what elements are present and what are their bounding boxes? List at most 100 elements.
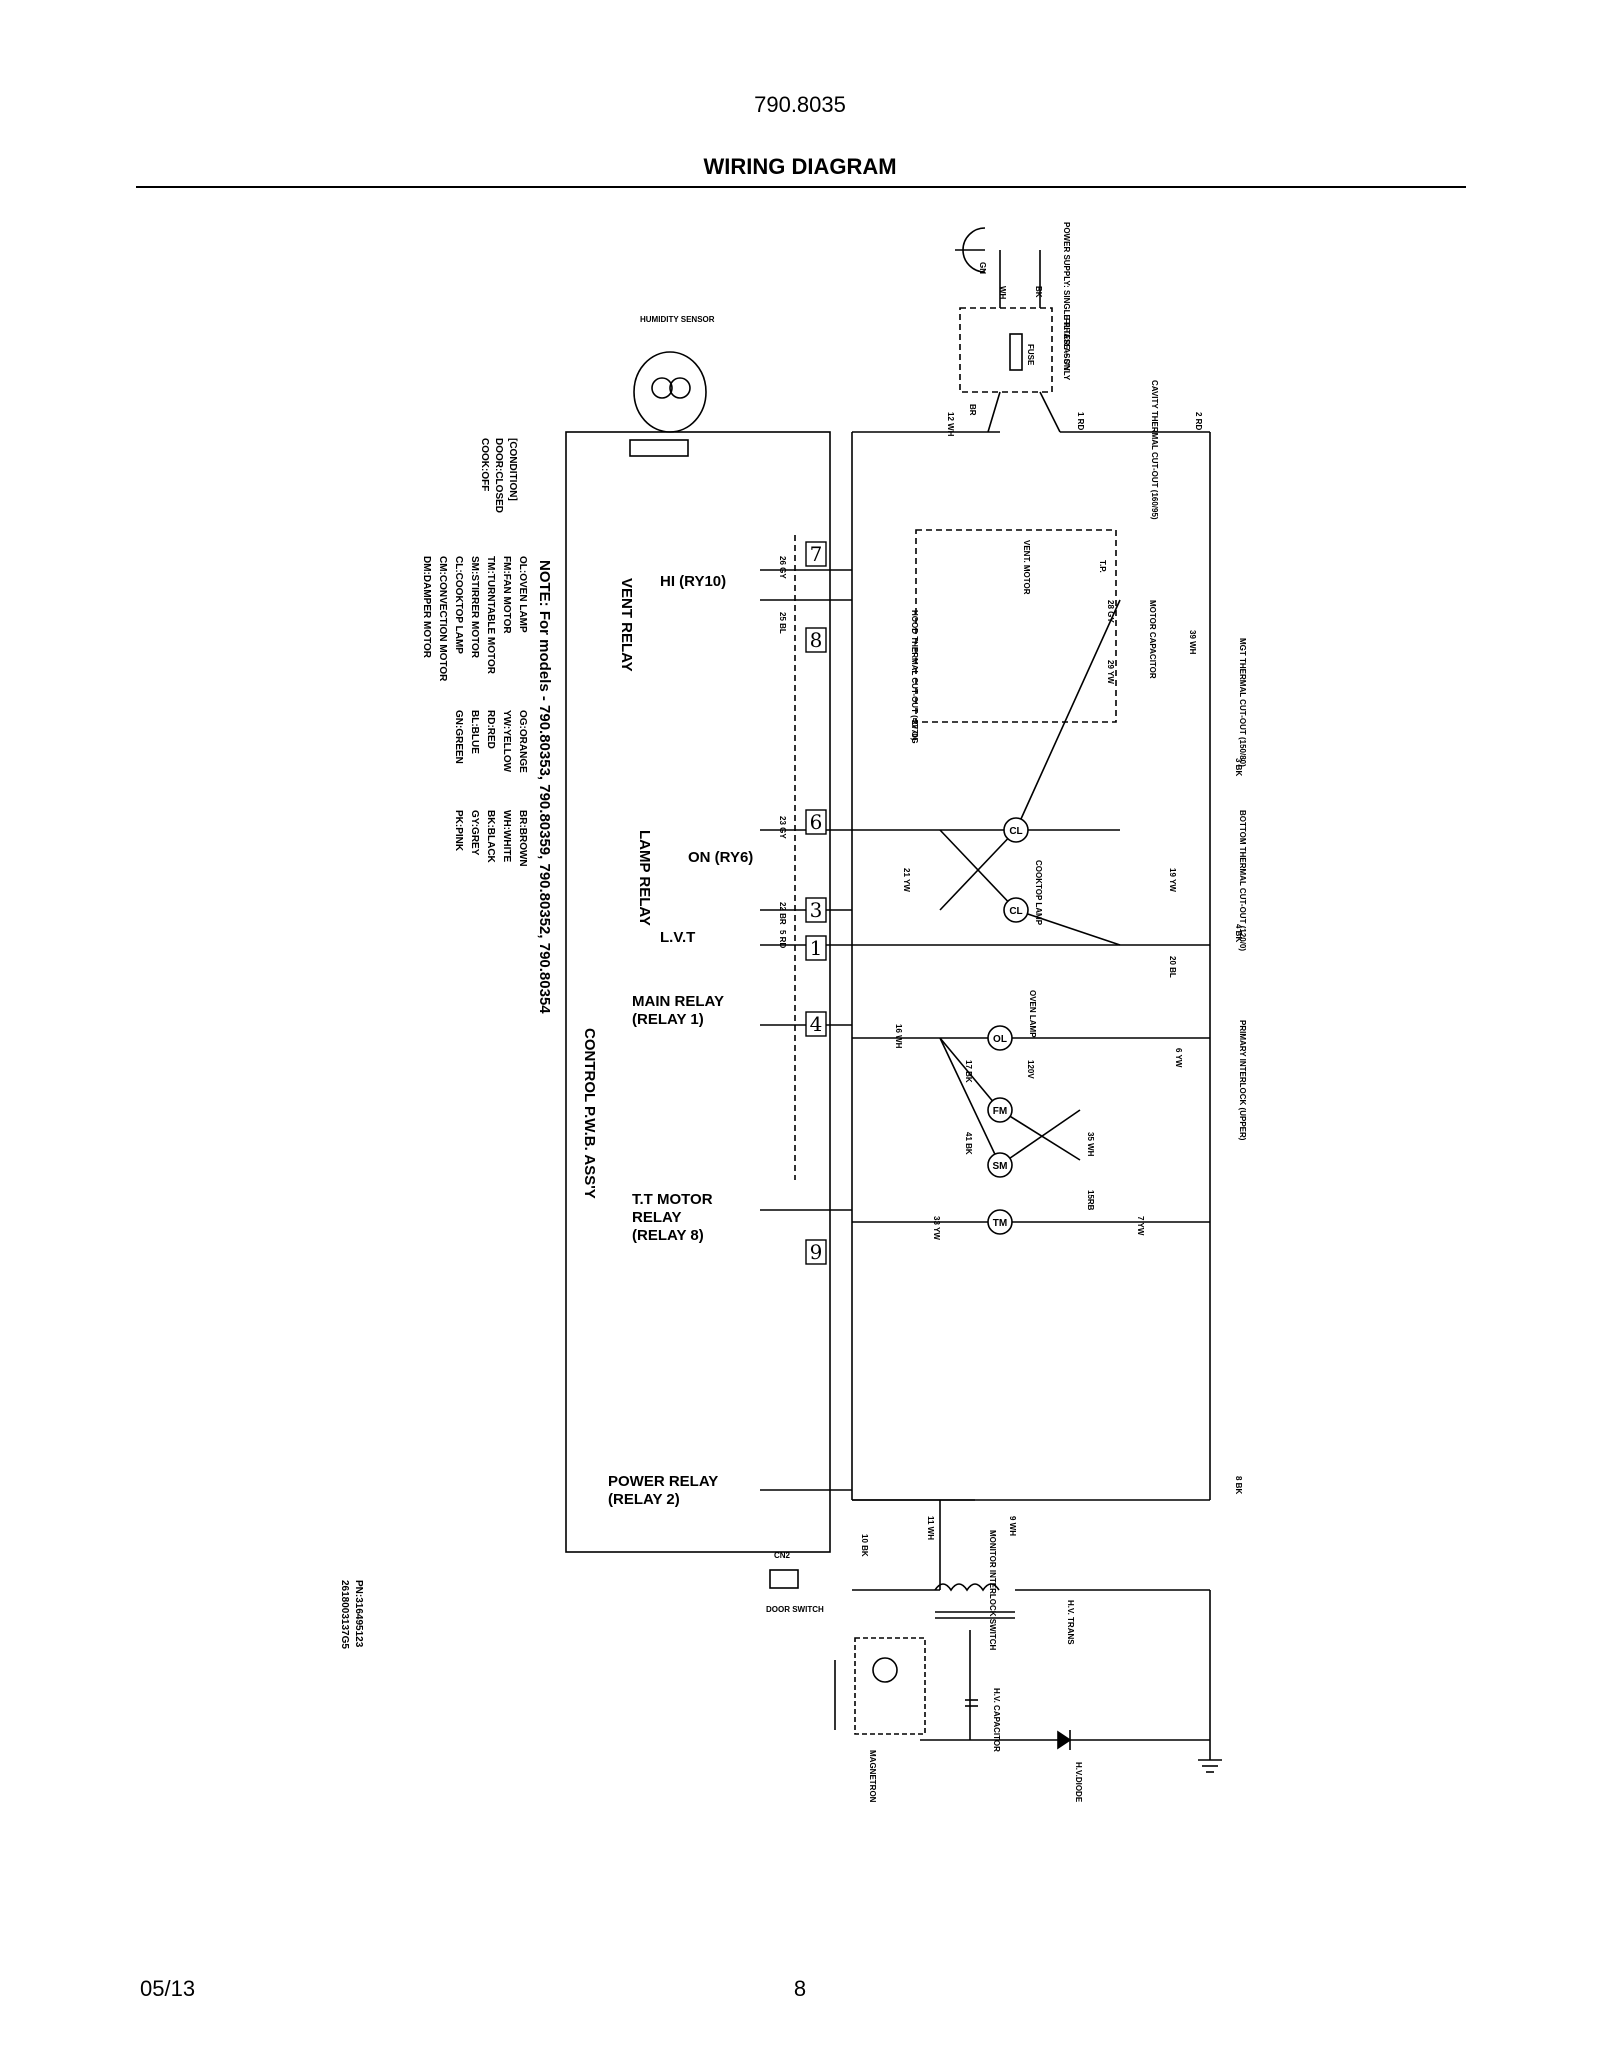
legend-color-2-0: BR:BROWN bbox=[517, 810, 528, 867]
pn-label: PN:316495123 bbox=[353, 1580, 364, 1648]
hood-thermal-label: HOOD THERMAL CUT-OUT (40/70) bbox=[910, 610, 919, 741]
cavity-thermal-label: CAVITY THERMAL CUT-OUT (160/95) bbox=[1150, 380, 1159, 520]
fm-label: FM bbox=[993, 1106, 1007, 1117]
wire-label: 15RB bbox=[1086, 1190, 1095, 1211]
monitor-interlock-label: MONITOR INTERLOCK SWITCH bbox=[988, 1530, 997, 1651]
oven-lamp-label: OVEN LAMP bbox=[1028, 990, 1037, 1038]
title-rule bbox=[136, 186, 1466, 188]
tt-motor-relay-label-2: RELAY bbox=[632, 1209, 681, 1226]
page-title: WIRING DIAGRAM bbox=[703, 154, 897, 179]
pwb-box-1: 1 bbox=[810, 936, 823, 960]
wire-label: 19 YW bbox=[1168, 868, 1177, 892]
sm-label: SM bbox=[993, 1161, 1008, 1172]
wire-label: 9 WH bbox=[1008, 1516, 1017, 1536]
lvt-label: L.V.T bbox=[660, 929, 695, 946]
condition-door: DOOR:CLOSED bbox=[493, 438, 504, 513]
legend-component-2: TM:TURNTABLE MOTOR bbox=[485, 556, 496, 675]
legend-component-4: CL:COOKTOP LAMP bbox=[453, 556, 464, 654]
motor-capacitor-label: MOTOR CAPACITOR bbox=[1148, 600, 1157, 679]
condition-cook: COOK:OFF bbox=[479, 438, 490, 491]
main-relay-sub: (RELAY 1) bbox=[632, 1011, 704, 1028]
wire-label: 25 BL bbox=[778, 612, 787, 634]
legend-color-2: RD:RED bbox=[485, 710, 496, 749]
cooktop-lamp-label: COOKTOP LAMP bbox=[1034, 860, 1043, 926]
legend-component-5: CM:CONVECTION MOTOR bbox=[437, 556, 448, 682]
wire-label: 29 YW bbox=[1106, 660, 1115, 684]
tp-label: T.P. bbox=[1098, 560, 1107, 573]
wire-label: 21 YW bbox=[902, 868, 911, 892]
cl-label-2: CL bbox=[1009, 906, 1022, 917]
wire-label: 22 BR bbox=[778, 902, 787, 925]
hv-diode-symbol bbox=[1057, 1730, 1072, 1750]
pwb-box-8: 8 bbox=[810, 628, 823, 652]
legend-component-1: FM:FAN MOTOR bbox=[501, 556, 512, 634]
bottom-thermal-label: BOTTOM THERMAL CUT-OUT (120/0) bbox=[1238, 810, 1247, 951]
legend-color-1: YW:YELLOW bbox=[501, 710, 512, 773]
ol-label: OL bbox=[993, 1034, 1007, 1045]
wire-label: 3 BK bbox=[1234, 758, 1243, 776]
legend-color-2-4: PK:PINK bbox=[453, 810, 464, 852]
control-pwb-outline bbox=[565, 431, 831, 1553]
wire-label: 8 BK bbox=[1234, 1476, 1243, 1494]
lamp-on-label: ON (RY6) bbox=[688, 849, 753, 866]
wire-label: 20 BL bbox=[1168, 956, 1177, 978]
legend-component-3: SM:STIRRER MOTOR bbox=[469, 556, 480, 659]
legend-component-0: OL:OVEN LAMP bbox=[517, 556, 528, 633]
wire-label: 39 WH bbox=[1188, 630, 1197, 655]
mgt-thermal-label: MGT THERMAL CUT-OUT (150/80) bbox=[1238, 638, 1247, 767]
pwb-box-7: 7 bbox=[810, 542, 823, 566]
pwb-box-4: 4 bbox=[810, 1012, 823, 1036]
wire-label: 5 RD bbox=[778, 930, 787, 948]
vent-motor-box bbox=[915, 529, 1117, 723]
pwb-box-9: 9 bbox=[810, 1240, 823, 1264]
humidity-connector bbox=[629, 439, 689, 457]
page-number: 8 bbox=[793, 1976, 807, 2001]
magnetron-box bbox=[854, 1637, 926, 1735]
power-supply-label: POWER SUPPLY: SINGLE PHASE ~ ONLY bbox=[1062, 222, 1071, 381]
wire-label: 7 YW bbox=[1136, 1216, 1145, 1236]
wire-label: 4 BK bbox=[1234, 924, 1243, 942]
hi-relay-label: HI (RY10) bbox=[660, 573, 726, 590]
wire-label: 12 WH bbox=[946, 412, 955, 437]
vent-motor-label: VENT. MOTOR bbox=[1022, 540, 1031, 595]
wire-label: 28 GY bbox=[1106, 600, 1115, 623]
wire-label: 1 RD bbox=[1076, 412, 1085, 430]
vent-relay-label: VENT RELAY bbox=[618, 578, 635, 672]
tt-motor-relay-label-3: (RELAY 8) bbox=[632, 1227, 704, 1244]
filter-assy bbox=[959, 307, 1053, 393]
wire-label: 17 BK bbox=[964, 1060, 973, 1083]
wire-label: 41 BK bbox=[964, 1132, 973, 1155]
door-switch-label: DOOR SWITCH bbox=[766, 1605, 824, 1614]
wire-label: 35 WH bbox=[1086, 1132, 1095, 1157]
cn2-label: CN2 bbox=[774, 1551, 791, 1560]
footer-date: 05/13 bbox=[140, 1976, 196, 2001]
wire-label: 23 GY bbox=[778, 816, 787, 839]
main-relay-label: MAIN RELAY bbox=[632, 993, 724, 1010]
pn2-label: 2618003137G5 bbox=[339, 1580, 350, 1649]
legend-color-4: GN:GREEN bbox=[453, 710, 464, 764]
hv-capacitor-label: H.V. CAPACITOR bbox=[992, 1688, 1001, 1752]
wire-label: 10 BK bbox=[860, 1534, 869, 1557]
cl-label-1: CL bbox=[1009, 826, 1022, 837]
pwb-box-3: 3 bbox=[810, 898, 823, 922]
cooktop-lamp-1 bbox=[1003, 817, 1029, 843]
pwb-box-6: 6 bbox=[810, 810, 823, 834]
wire-label: WH bbox=[998, 286, 1007, 300]
wire-label: 27 OG bbox=[910, 720, 919, 744]
lamp-relay-label: LAMP RELAY bbox=[636, 830, 653, 926]
control-pwb-label: CONTROL P.W.B. ASS'Y bbox=[581, 1028, 598, 1199]
stirrer-motor bbox=[987, 1152, 1013, 1178]
wire-label: 11 WH bbox=[926, 1516, 935, 1540]
fuse-label: FUSE bbox=[1026, 344, 1035, 366]
turntable-motor bbox=[987, 1209, 1013, 1235]
fuse bbox=[1009, 333, 1023, 371]
oven-lamp bbox=[987, 1025, 1013, 1051]
wire-label: 120V bbox=[1026, 1060, 1035, 1079]
legend-color-2-1: WH:WHITE bbox=[501, 810, 512, 863]
power-relay-sub: (RELAY 2) bbox=[608, 1491, 680, 1508]
humidity-sensor-label: HUMIDITY SENSOR bbox=[640, 315, 715, 324]
humidity-sensor bbox=[633, 351, 707, 433]
model-number: 790.8035 bbox=[754, 92, 846, 117]
legend-color-2-3: GY:GREY bbox=[469, 810, 480, 856]
